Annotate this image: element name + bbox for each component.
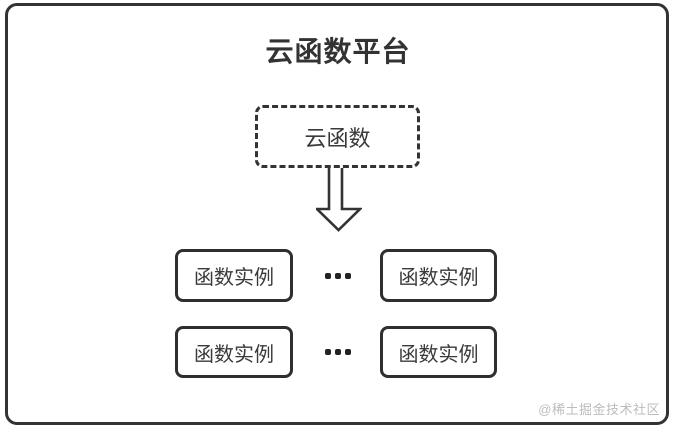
function-instance-label: 函数实例 [194,267,274,289]
ellipsis-dot [335,349,341,355]
cloud-function-node: 云函数 [255,105,420,168]
page-title: 云函数平台 [265,36,411,67]
ellipsis-dot [325,273,331,279]
function-instance-node: 函数实例 [380,249,497,302]
function-instance-node: 函数实例 [175,326,293,378]
ellipsis-dot [345,273,351,279]
ellipsis-dot [345,349,351,355]
function-instance-node: 函数实例 [175,249,293,302]
function-instance-label: 函数实例 [398,343,479,366]
function-instance-label: 函数实例 [398,267,479,289]
watermark: @稀土掘金技术社区 [538,402,660,417]
ellipsis-dot [335,273,341,279]
down-arrow-icon [316,168,362,232]
cloud-function-label: 云函数 [304,125,371,151]
ellipsis-icon [325,273,351,279]
ellipsis-icon [325,349,351,355]
ellipsis-dot [325,349,331,355]
function-instance-label: 函数实例 [194,343,274,366]
function-instance-node: 函数实例 [380,326,497,378]
